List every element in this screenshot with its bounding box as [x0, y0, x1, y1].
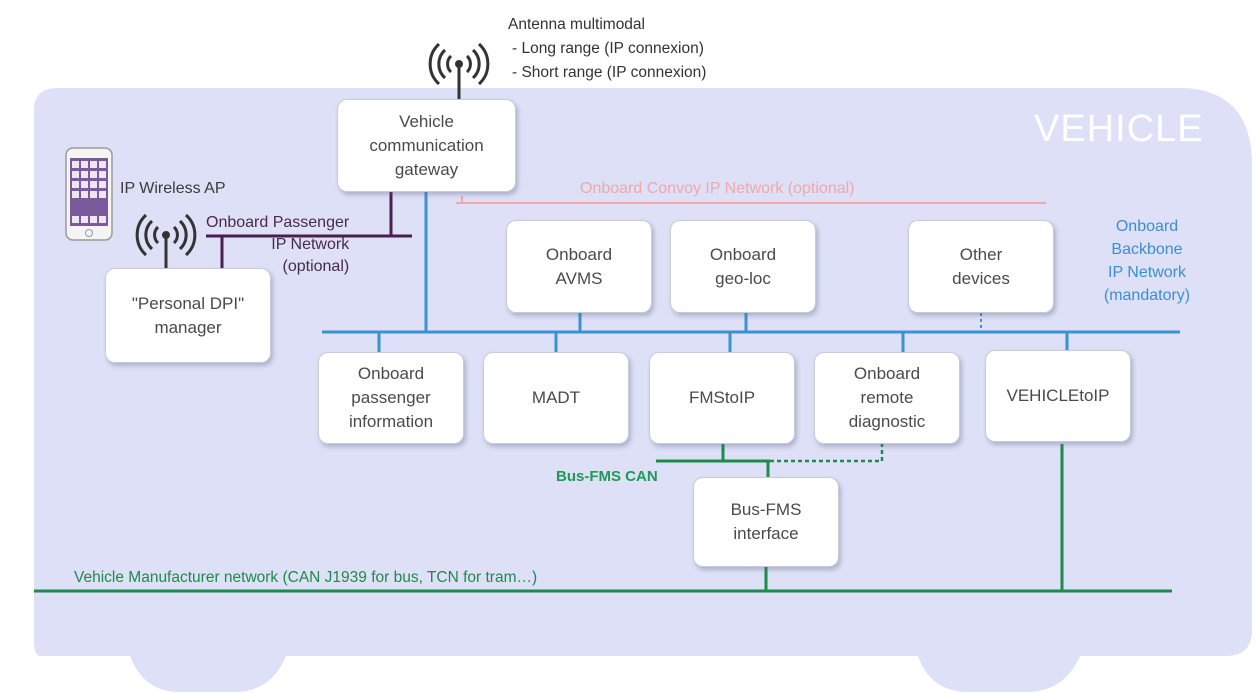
antenna-item-long-range: - Long range (IP connexion) — [512, 40, 704, 57]
smartphone-icon — [65, 147, 113, 241]
manufacturer-network-lines — [34, 444, 1172, 593]
antenna-item-short-range: - Short range (IP connexion) — [512, 64, 707, 81]
onboard-avms-box: Onboard AVMS — [506, 220, 652, 313]
onboard-passenger-information-box: Onboard passenger information — [318, 352, 464, 444]
onboard-remote-diagnostic-box: Onboard remote diagnostic — [814, 352, 960, 444]
backbone-network-lines — [322, 192, 1180, 352]
other-devices-box: Other devices — [908, 220, 1054, 313]
convoy-network-label: Onboard Convoy IP Network (optional) — [580, 180, 855, 197]
bus-fms-can-label: Bus-FMS CAN — [556, 468, 658, 485]
backbone-network-label: Onboard Backbone IP Network (mandatory) — [1103, 218, 1191, 304]
fmstoip-box: FMStoIP — [649, 352, 795, 444]
bus-fms-can-lines — [656, 444, 770, 477]
vehicle-title: VEHICLE — [1034, 108, 1204, 150]
vehicle-communication-gateway-box: Vehicle communication gateway — [337, 99, 516, 192]
manufacturer-network-label: Vehicle Manufacturer network (CAN J1939 … — [74, 569, 538, 586]
madt-box: MADT — [483, 352, 629, 444]
ip-wireless-ap-label: IP Wireless AP — [120, 180, 226, 197]
passenger-network-lines — [206, 192, 412, 268]
vehicletoip-box: VEHICLEtoIP — [985, 350, 1131, 442]
personal-dpi-manager-box: "Personal DPI" manager — [105, 268, 271, 363]
onboard-geo-loc-box: Onboard geo-loc — [670, 220, 816, 313]
bus-fms-interface-box: Bus-FMS interface — [693, 477, 839, 567]
wireless-ap-signal-icon — [135, 213, 197, 270]
remote-diagnostic-dotted-link — [770, 444, 884, 463]
passenger-network-label: Onboard Passenger IP Network (optional) — [206, 214, 350, 275]
antenna-title: Antenna multimodal — [508, 16, 645, 33]
antenna-signal-icon — [428, 42, 490, 100]
